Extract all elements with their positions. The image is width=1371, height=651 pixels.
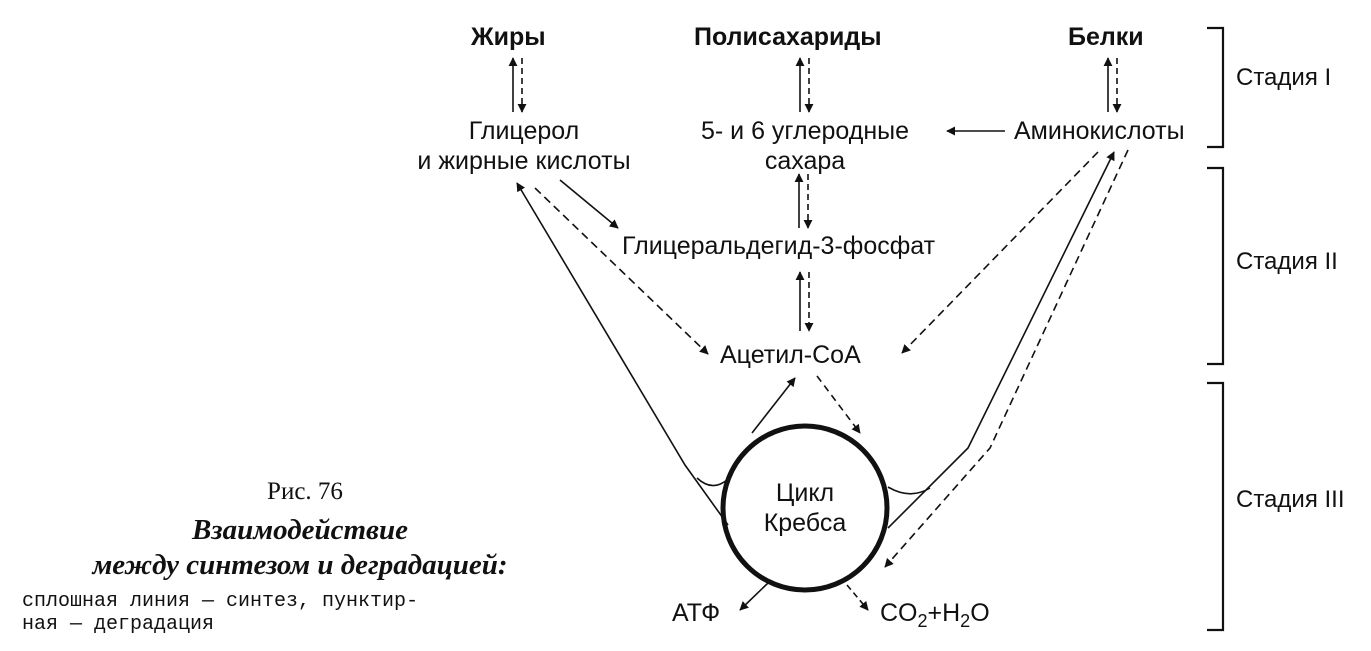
glycerol-line1: Глицерол xyxy=(468,117,580,145)
h2o-suffix: O xyxy=(970,599,990,627)
glycerol-to-acetyl-arrow xyxy=(534,187,709,355)
amino-acids-label: Аминокислоты xyxy=(1014,117,1185,145)
fats-label: Жиры xyxy=(471,23,546,51)
krebs-to-atp-arrow xyxy=(739,582,769,611)
krebs-line1: Цикл xyxy=(775,479,835,507)
glycerol-line2: и жирные кислоты xyxy=(417,147,631,175)
krebs-left-branch-curve xyxy=(696,477,728,487)
co2-prefix: CO xyxy=(880,599,918,627)
sugars-line1: 5- и 6 углеродные xyxy=(700,117,910,145)
caption-title-line1: Взаимодействие xyxy=(191,514,409,546)
stage3-bracket xyxy=(1207,381,1225,632)
krebs-line2: Кребса xyxy=(763,509,847,537)
atp-label: АТФ xyxy=(672,599,721,627)
figure-number: Рис. 76 xyxy=(267,478,343,505)
proteins-label: Белки xyxy=(1068,23,1144,51)
sugars-line2: сахара xyxy=(764,147,846,175)
co2-h2o-label: CO2+H2O xyxy=(880,598,990,636)
caption-note-line1: сплошная линия — синтез, пунктир- xyxy=(22,590,419,613)
krebs-right-branch-curve xyxy=(887,486,931,495)
glycerol-to-g3p-arrow xyxy=(559,179,619,229)
co2-subscript: 2 xyxy=(917,611,928,631)
stage1-label: Стадия I xyxy=(1236,64,1332,91)
glycerol-node: Глицерол и жирные кислоты xyxy=(400,116,648,176)
krebs-cycle-circle xyxy=(720,423,890,593)
acetyl-coa-label: Ацетил-СоА xyxy=(720,341,861,369)
g3p-label: Глицеральдегид-3-фосфат xyxy=(622,232,936,260)
h2o-prefix: +H xyxy=(927,599,961,627)
polysaccharides-label: Полисахариды xyxy=(694,23,882,51)
stage2-label: Стадия II xyxy=(1236,248,1338,275)
caption-title-line2: между синтезом и деградацией: xyxy=(92,549,508,581)
h2o-subscript: 2 xyxy=(960,611,971,631)
krebs-to-acetyl-arrow xyxy=(751,377,796,434)
krebs-to-co2-arrow xyxy=(846,584,869,611)
amino-to-acetyl-arrow xyxy=(901,151,1099,354)
stage1-bracket xyxy=(1207,26,1225,149)
krebs-label: Цикл Кребса xyxy=(745,478,865,538)
stage3-label: Стадия III xyxy=(1236,486,1345,513)
acetyl-to-krebs-arrow xyxy=(816,375,861,434)
stage2-bracket xyxy=(1207,166,1225,366)
amino-to-krebs-arrow xyxy=(884,149,1129,568)
krebs-to-amino-arrow xyxy=(887,151,1115,529)
sugars-node: 5- и 6 углеродные сахара xyxy=(674,116,936,176)
caption-note-line2: ная — деградация xyxy=(22,613,215,636)
krebs-to-glycerol-arrow xyxy=(516,182,729,526)
